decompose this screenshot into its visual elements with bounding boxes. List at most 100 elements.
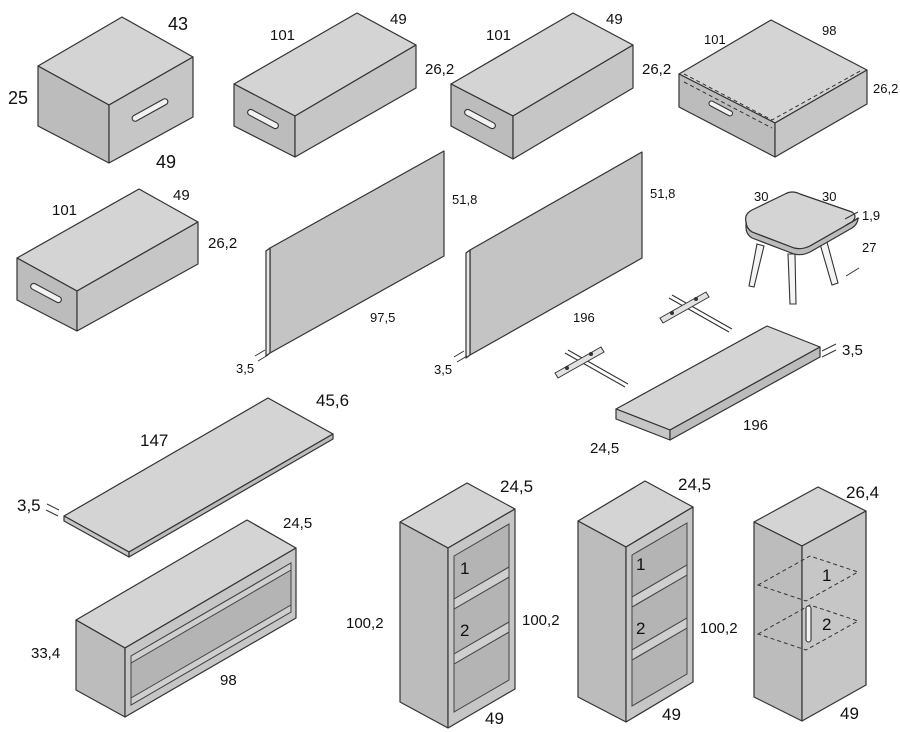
drawer-frame-hidden-edge: [683, 81, 773, 129]
desk-top-length-label: 147: [140, 431, 168, 450]
dimension-tick: [821, 349, 837, 358]
open-box-depth-label: 24,5: [283, 515, 312, 532]
drawer-frame-depth-label: 98: [822, 23, 836, 38]
dimension-tick: [845, 267, 860, 277]
drawer-unit-c: 101 49 26,2: [16, 187, 237, 332]
dimension-tick: [257, 354, 269, 362]
dimension-tick: [46, 503, 60, 511]
stool-leg: [748, 243, 765, 288]
drawer-handle: [247, 108, 279, 130]
desk-top-thickness-label: 3,5: [17, 496, 41, 515]
bracket-rod: [668, 297, 730, 333]
drawer-unit-c-front: [76, 221, 199, 332]
desk-top: 147 45,6 3,5: [17, 391, 349, 558]
panel-b-face: [469, 151, 643, 356]
stool-leg: [787, 253, 797, 305]
bookcase-a-height-right-label: 100,2: [522, 612, 560, 629]
bookcase-a-depth-label: 24,5: [500, 477, 533, 496]
stool-width-label: 30: [754, 189, 768, 204]
bracket-screw: [670, 311, 674, 315]
drawer-unit-b-front: [512, 44, 634, 160]
dimension-tick: [456, 355, 468, 363]
bookcase-b-side: [577, 520, 627, 723]
bracket-lower: [554, 346, 629, 388]
drawer-frame-height-label: 26,2: [873, 81, 898, 96]
bracket-screw: [565, 366, 569, 370]
panel-a-thickness-label: 3,5: [236, 361, 254, 376]
drawer-unit-c-height-label: 26,2: [208, 235, 237, 252]
drawer-unit-a-height-label: 26,2: [425, 61, 454, 78]
drawer-handle: [131, 98, 169, 122]
bookcase-a-shelf: [453, 621, 510, 665]
open-box-inner-top: [130, 562, 292, 664]
bracket-plate: [659, 291, 710, 324]
shelf-long-depth-label: 24,5: [590, 440, 619, 457]
drawer-unit-a-width-label: 101: [270, 27, 295, 44]
drawer-unit-b-depth-label: 49: [606, 11, 623, 28]
cabinet-handle: [805, 605, 812, 643]
bookcase-a-width-label: 49: [485, 709, 504, 728]
stool-depth-label: 30: [822, 189, 836, 204]
drawer-frame-hidden-edge: [683, 69, 863, 121]
bookcase-b-shelf: [631, 564, 688, 608]
bookcase-a-height-left-label: 100,2: [346, 615, 384, 632]
dimension-tick: [254, 349, 266, 357]
panel-a-face: [269, 150, 445, 354]
cabinet-shelf-2-label: 2: [822, 615, 831, 634]
bracket-screw: [694, 297, 698, 301]
panel-a: 51,8 97,5 3,5: [236, 150, 477, 376]
dimension-tick: [453, 350, 465, 358]
panel-b-edge: [465, 249, 471, 359]
cabinet-depth-label: 26,4: [846, 483, 879, 502]
panel-a-height-label: 51,8: [452, 192, 477, 207]
open-box-inner-bottom: [130, 604, 292, 706]
open-box: 24,5 33,4 98: [31, 515, 312, 718]
shelf-long-thickness-label: 3,5: [842, 342, 863, 359]
shelf-long-top: [615, 325, 821, 431]
panel-b: 51,8 196 3,5: [434, 151, 675, 377]
drawer-frame: 101 98 26,2: [678, 19, 898, 158]
drawer-unit-c-depth-label: 49: [173, 187, 190, 204]
bookcase-a-side: [399, 521, 449, 729]
bracket-plate: [554, 346, 605, 379]
bookcase-a-shelf-2-label: 2: [460, 621, 469, 640]
panel-a-edge: [265, 247, 271, 357]
drawer-unit-a: 101 49 26,2: [233, 11, 454, 158]
dimension-tick: [821, 343, 837, 352]
drawer-unit-small-depth-label: 49: [156, 152, 176, 172]
desk-top-side: [128, 433, 334, 558]
drawer-handle: [30, 282, 62, 304]
bracket-rod: [671, 294, 733, 330]
drawer-handle: [708, 100, 734, 117]
bookcase-a: 1 2 24,5 100,2 100,2 49: [346, 477, 560, 729]
bookcase-b-depth-label: 24,5: [678, 475, 711, 494]
bookcase-a-shelf-1-label: 1: [460, 559, 469, 578]
drawer-unit-b-height-label: 26,2: [642, 61, 671, 78]
shelf-long: 3,5 196 24,5: [590, 325, 863, 457]
drawer-frame-front: [774, 69, 868, 158]
dimension-tick: [844, 211, 859, 220]
drawer-unit-a-depth-label: 49: [390, 11, 407, 28]
open-box-width-label: 98: [220, 672, 237, 689]
cabinet-shelf-1-label: 1: [822, 566, 831, 585]
drawer-unit-b-width-label: 101: [486, 27, 511, 44]
bookcase-b-height-label: 100,2: [700, 620, 738, 637]
cabinet-width-label: 49: [840, 704, 859, 723]
bookcase-a-shelf: [453, 566, 510, 610]
bookcase-b-shelf-1-label: 1: [636, 555, 645, 574]
drawer-frame-width-label: 101: [704, 32, 726, 47]
cabinet-front: [801, 510, 867, 722]
drawer-unit-small: 43 25 49: [8, 14, 194, 172]
shelf-long-side: [669, 346, 821, 441]
desk-top-depth-label: 45,6: [316, 391, 349, 410]
panel-b-height-label: 51,8: [650, 186, 675, 201]
stool-height-label: 27: [862, 240, 876, 255]
bracket-rod: [567, 349, 629, 385]
bracket-screw: [589, 352, 593, 356]
cabinet-side: [753, 521, 803, 722]
stool-leg: [819, 241, 839, 286]
dimension-tick: [45, 509, 59, 517]
open-box-height-label: 33,4: [31, 645, 60, 662]
